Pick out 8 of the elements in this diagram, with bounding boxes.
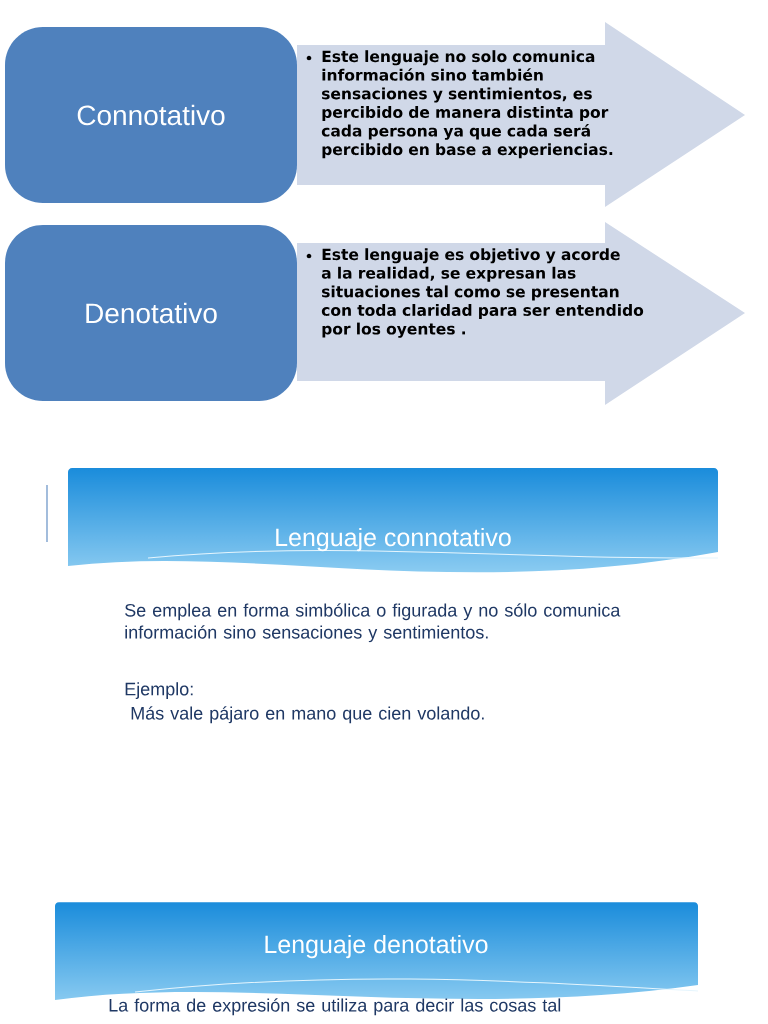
node-label: Lenguaje denotativo [265,934,488,959]
example-heading: Ejemplo: [125,682,193,699]
example-text: Más vale pájaro en mano que cien volando. [131,706,484,724]
node-label: Lenguaje connotativo [276,527,511,552]
body-text: La forma de expresión se utiliza para decir las cosas tal [109,998,561,1016]
slide-banner: Lenguaje connotativo [68,527,719,601]
rounded-box: Denotativo [5,225,297,401]
rounded-box: Connotativo [5,27,297,203]
